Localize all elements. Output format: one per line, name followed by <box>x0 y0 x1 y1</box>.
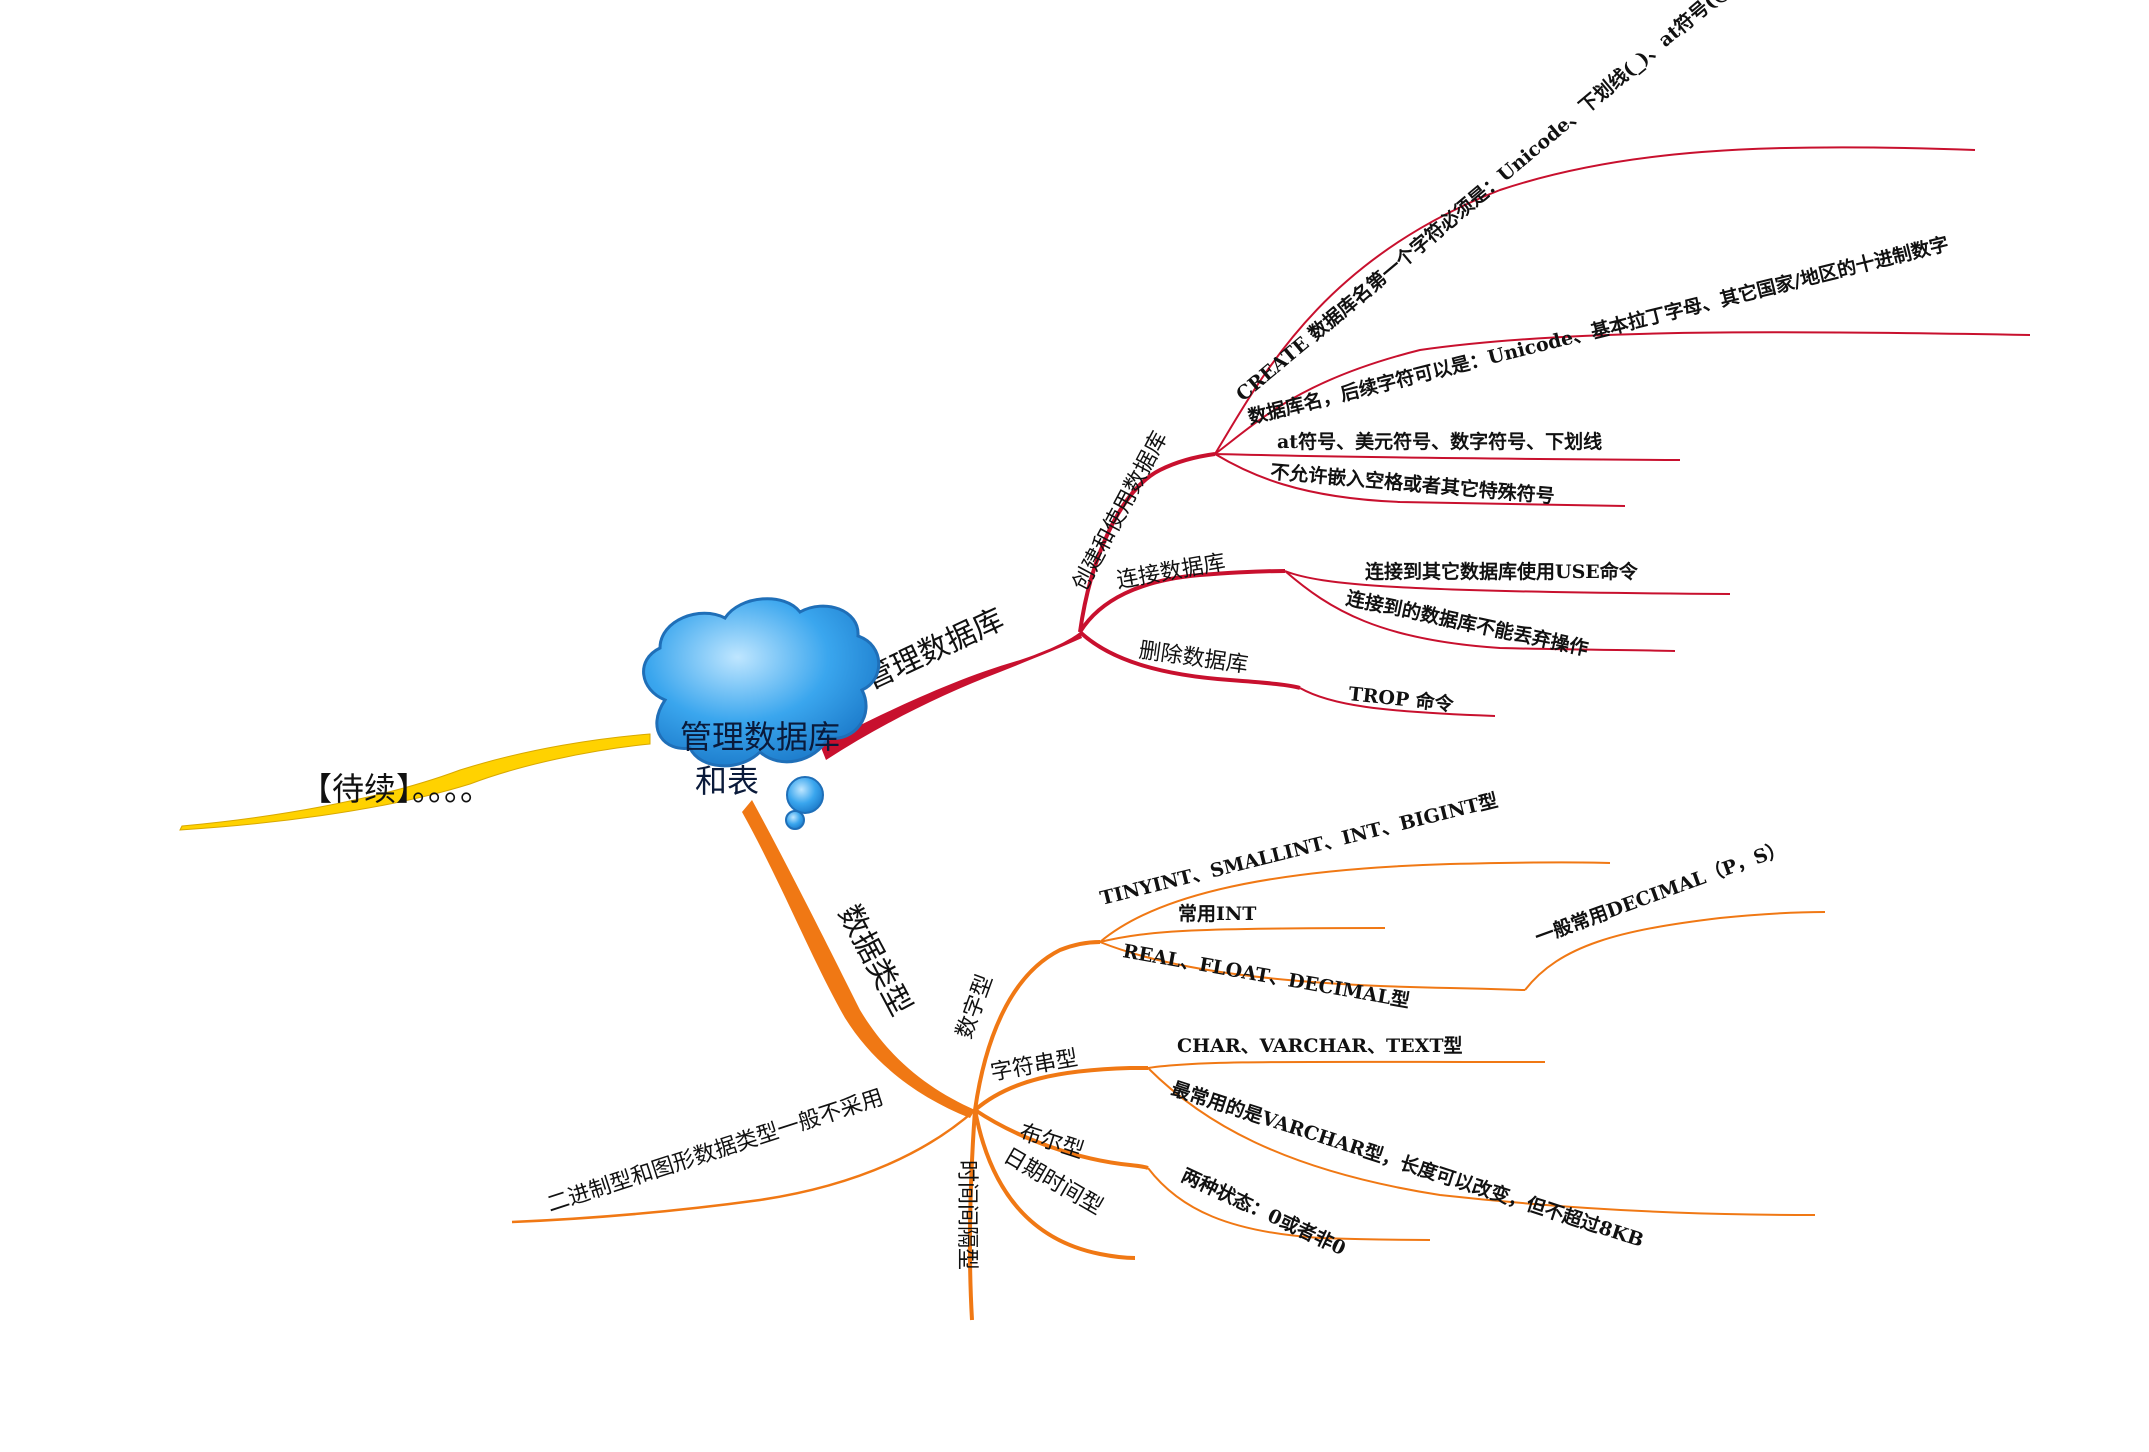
cloud-bubble-large <box>786 776 824 814</box>
binary-label: 二进制型和图形数据类型一般不采用 <box>544 1085 887 1218</box>
numeric-branch-line <box>973 940 1101 1111</box>
leaf-common-int: 常用INT <box>1178 902 1256 925</box>
leaf-connect-no-drop: 连接到的数据库不能丢弃操作 <box>1344 586 1590 660</box>
leaf-line <box>1099 941 1526 991</box>
leaf-line <box>1147 1060 1546 1069</box>
leaf-line <box>1099 861 1611 943</box>
center-cloud: 管理数据库 和表 <box>642 597 881 830</box>
leaf-char-types: CHAR、VARCHAR、TEXT型 <box>1177 1034 1463 1057</box>
leaf-line <box>1284 570 1676 652</box>
delete-label: 删除数据库 <box>1137 638 1249 678</box>
cloud-bubble-small <box>785 810 805 830</box>
leaf-line <box>1147 1067 1816 1216</box>
delete-branch-line <box>1078 630 1301 690</box>
leaf-line <box>1284 570 1731 595</box>
connect-branch-line <box>1078 569 1286 634</box>
leaf-line <box>1099 927 1386 943</box>
leaf-create-symbols: at符号、美元符号、数字符号、下划线 <box>1277 430 1602 453</box>
interval-label: 时间间隔型 <box>954 1160 979 1270</box>
connect-label: 连接数据库 <box>1115 550 1228 594</box>
string-branch-line <box>973 1065 1148 1112</box>
pending-label: 【待续】。。。。 <box>300 770 492 808</box>
create-use-branch-line <box>1078 452 1216 633</box>
leaf-real-float-decimal: REAL、FLOAT、DECIMAL型 <box>1121 939 1411 1012</box>
leaf-line <box>1299 687 1496 717</box>
center-title-line1: 管理数据库 <box>680 718 840 756</box>
leaf-line <box>1214 146 1976 455</box>
leaf-connect-use: 连接到其它数据库使用USE命令 <box>1365 560 1639 583</box>
leaf-line <box>1214 453 1626 507</box>
center-title-line2: 和表 <box>695 762 759 800</box>
numeric-label: 数字型 <box>952 971 998 1042</box>
leaf-line <box>1147 1167 1431 1241</box>
leaf-decimal-ps: 一般常用DECIMAL（P，S） <box>1532 836 1789 948</box>
interval-branch-line <box>967 1109 977 1321</box>
leaf-line <box>1524 911 1826 991</box>
pending-branch-line <box>179 733 651 831</box>
leaf-create-following-chars: 数据库名，后续字符可以是：Unicode、基本拉丁字母、其它国家/地区的十进制数… <box>1246 232 1951 429</box>
leaf-int-types: TINYINT、SMALLINT、INT、BIGINT型 <box>1098 789 1500 910</box>
manage-db-branch-line <box>820 632 1082 760</box>
leaf-line <box>1214 453 1681 461</box>
leaf-create-no-space: 不允许嵌入空格或者其它特殊符号 <box>1270 460 1556 508</box>
datetime-branch-line <box>973 1109 1136 1260</box>
boolean-branch-line <box>973 1108 1149 1170</box>
cloud-shape <box>642 597 881 768</box>
leaf-line <box>1214 331 2031 455</box>
data-types-branch-line <box>742 800 975 1118</box>
binary-branch-line <box>511 1109 976 1224</box>
manage-db-label: 管理数据库 <box>859 602 1010 697</box>
